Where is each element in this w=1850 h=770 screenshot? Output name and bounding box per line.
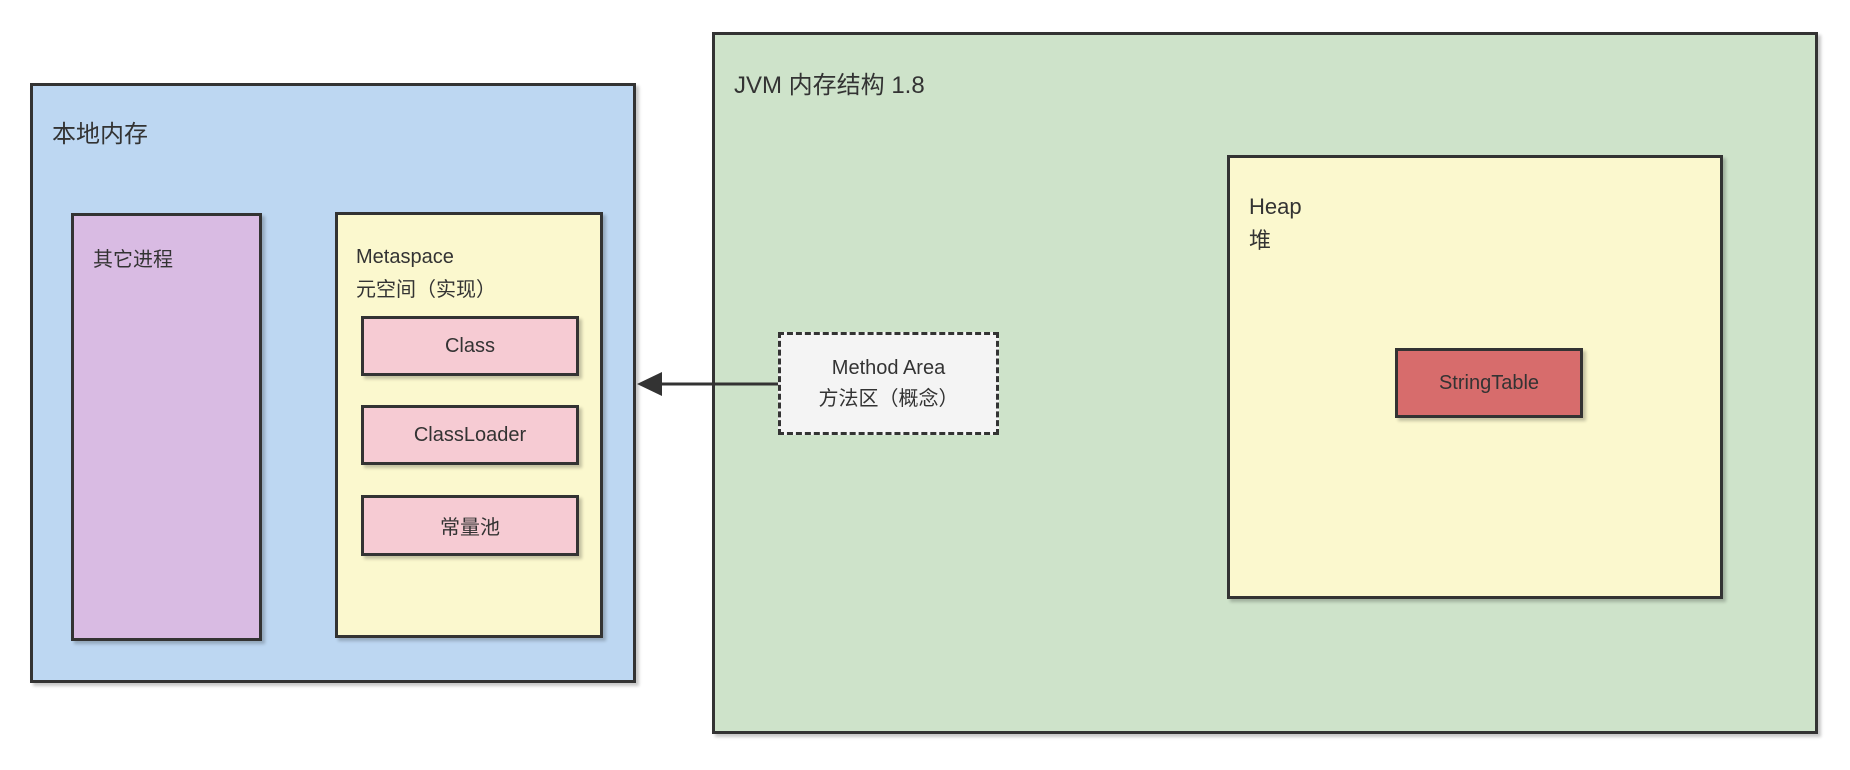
- native-memory-box: 本地内存 其它进程 Metaspace 元空间（实现） Class ClassL…: [30, 83, 636, 683]
- other-process-label: 其它进程: [93, 249, 173, 271]
- metaspace-box: Metaspace 元空间（实现） Class ClassLoader 常量池: [335, 212, 603, 638]
- string-table-box: StringTable: [1395, 348, 1583, 418]
- method-area-title-en: Method Area: [831, 356, 946, 379]
- metaspace-label: Metaspace 元空间（实现）: [356, 241, 496, 307]
- class-box: Class: [361, 316, 579, 376]
- heap-label: Heap 堆: [1249, 190, 1302, 258]
- method-area-label: Method Area 方法区（概念）: [819, 353, 959, 415]
- heap-title-zh: 堆: [1249, 228, 1272, 253]
- method-area-box: Method Area 方法区（概念）: [778, 332, 999, 435]
- jvm-memory-box: JVM 内存结构 1.8 Heap 堆 StringTable Method A…: [712, 32, 1818, 734]
- heap-box: Heap 堆 StringTable: [1227, 155, 1723, 599]
- constant-pool-box: 常量池: [361, 495, 579, 556]
- jvm-memory-title: JVM 内存结构 1.8: [734, 72, 925, 99]
- metaspace-title-en: Metaspace: [356, 246, 454, 268]
- heap-title-en: Heap: [1249, 194, 1302, 219]
- metaspace-title-zh: 元空间（实现）: [356, 279, 496, 301]
- other-process-box: 其它进程: [71, 213, 262, 641]
- native-memory-title: 本地内存: [52, 121, 148, 148]
- method-area-title-zh: 方法区（概念）: [818, 387, 959, 410]
- classloader-box: ClassLoader: [361, 405, 579, 465]
